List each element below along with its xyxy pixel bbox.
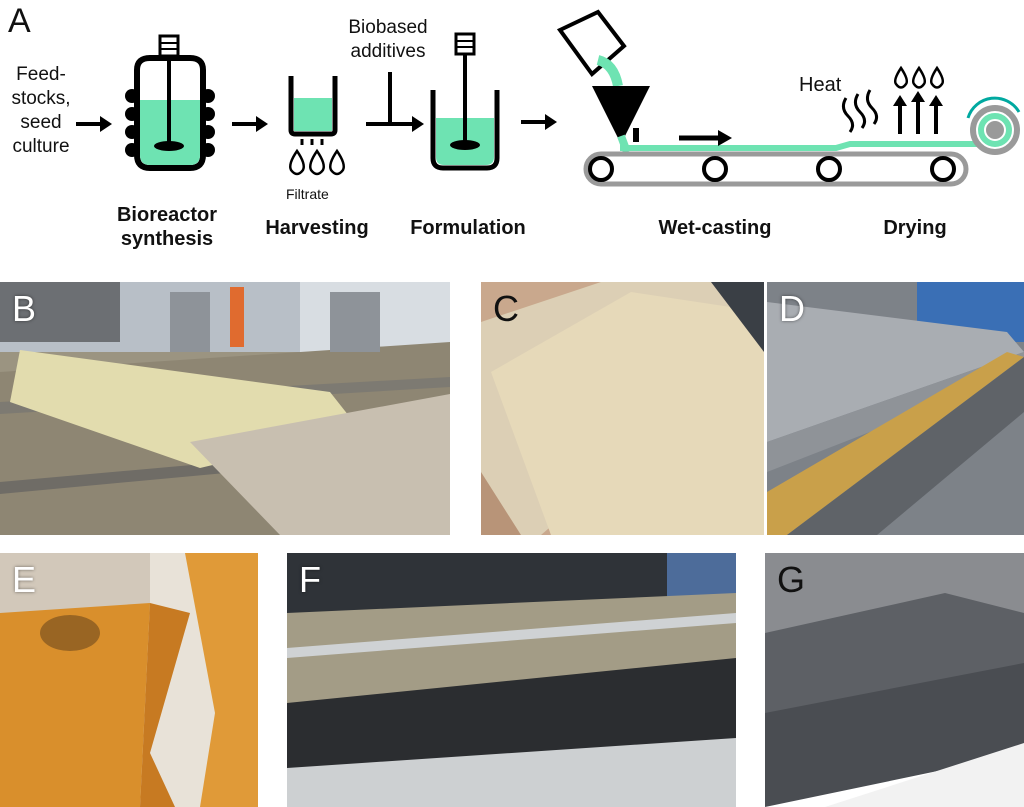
- heat-label: Heat: [799, 74, 842, 96]
- panel-letter-f: F: [299, 559, 321, 600]
- panel-letter-e: E: [12, 559, 37, 600]
- photo-panel-e: E: [0, 553, 258, 807]
- pouring-bucket-icon: [556, 9, 627, 88]
- heat-waves-icon: [841, 89, 879, 133]
- step-bioreactor-label: Bioreactor synthesis: [92, 203, 242, 251]
- feedstock-line-4: culture: [12, 136, 70, 157]
- evaporation-arrows-icon: [893, 91, 943, 134]
- step-formulation-label: Formulation: [410, 217, 526, 239]
- arrow-2-icon: [232, 116, 268, 132]
- photo-panel-g: G: [765, 553, 1024, 807]
- step-bioreactor-line-1: Bioreactor: [116, 204, 218, 226]
- panel-letter-g: G: [777, 559, 806, 600]
- additives-line-1: Biobased: [348, 17, 428, 38]
- black-film-samples-photo: [765, 553, 1024, 807]
- feedstock-line-1: Feed-: [16, 64, 66, 85]
- filtrate-label: Filtrate: [286, 186, 329, 202]
- additives-label: Biobased additives: [338, 16, 438, 64]
- arrow-1-icon: [76, 116, 112, 132]
- additives-line-2: additives: [350, 41, 426, 62]
- formulation-icon: [430, 32, 500, 171]
- panel-letter-a: A: [8, 2, 31, 40]
- step-drying-label: Drying: [883, 217, 947, 239]
- photo-panel-c: C: [481, 282, 764, 535]
- panel-letter-c: C: [493, 288, 519, 329]
- evaporation-drops-icon: [893, 65, 945, 89]
- drying-tunnel-photo: [767, 282, 1024, 535]
- black-film-casting-photo: [287, 553, 736, 807]
- photo-panel-f: F: [287, 553, 736, 807]
- wet-film-closeup-photo: [481, 282, 764, 535]
- hopper-icon: [592, 86, 650, 154]
- casting-line-photo: [0, 282, 450, 535]
- feedstock-line-2: stocks,: [11, 88, 71, 109]
- step-wet-casting-label: Wet-casting: [658, 217, 772, 239]
- bioreactor-icon: [125, 34, 215, 171]
- step-bioreactor-line-2: synthesis: [120, 228, 214, 250]
- photo-panel-d: D: [767, 282, 1024, 535]
- panel-letter-b: B: [12, 288, 37, 329]
- panel-letter-d: D: [779, 288, 805, 329]
- process-diagram: [76, 9, 1021, 187]
- film-roll-icon: [966, 96, 1021, 155]
- dried-film-sheet-photo: [0, 553, 258, 807]
- casting-belt-icon: [583, 141, 998, 187]
- additives-arrow-icon: [366, 72, 424, 132]
- belt-direction-arrow-icon: [679, 130, 732, 146]
- harvesting-icon: [288, 76, 338, 145]
- filtrate-drops-icon: [289, 148, 345, 176]
- feedstock-line-3: seed: [20, 112, 62, 133]
- feedstock-label: Feed- stocks, seed culture: [2, 63, 80, 159]
- arrow-3-icon: [521, 114, 557, 130]
- step-harvesting-label: Harvesting: [265, 217, 369, 239]
- photo-panel-b: B: [0, 282, 450, 535]
